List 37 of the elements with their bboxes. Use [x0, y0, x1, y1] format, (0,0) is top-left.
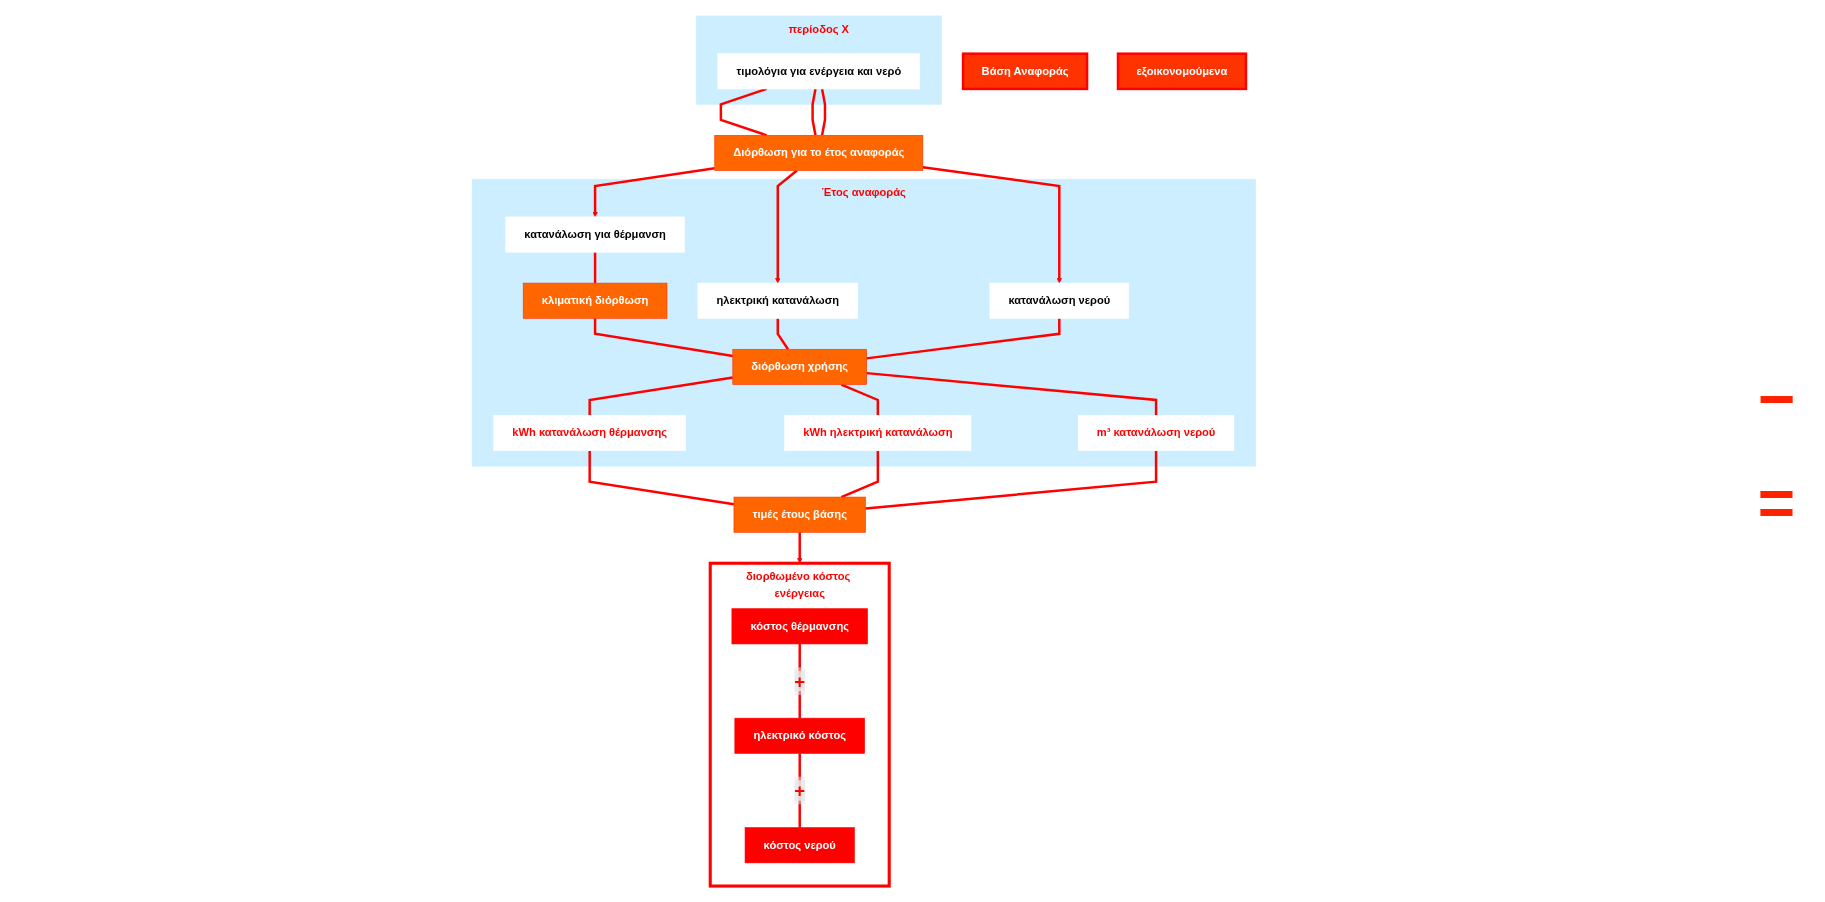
connector	[588, 450, 735, 506]
arrow	[592, 167, 715, 218]
connector	[840, 450, 880, 499]
math-operator: =	[1757, 466, 1795, 540]
node-box: m³ κατανάλωση νερού	[1077, 415, 1235, 451]
arrow	[922, 166, 1062, 284]
node-box: διόρθωση χρήσης	[732, 348, 867, 385]
connector	[719, 87, 767, 137]
connector	[593, 252, 597, 284]
connector	[588, 376, 733, 416]
connector	[866, 318, 1061, 360]
connector	[840, 383, 880, 416]
node-box: Διόρθωση για το έτος αναφοράς	[714, 135, 924, 171]
edge-label: +	[794, 670, 806, 692]
node-box: ηλεκτρική κατανάλωση	[697, 282, 858, 319]
arrow	[797, 532, 803, 564]
arrow	[775, 169, 798, 284]
node-box: κατανάλωση νερού	[989, 282, 1130, 319]
node-box: τιμές έτους βάσης	[733, 496, 866, 533]
connector	[593, 318, 733, 358]
node-box: Βάση Αναφοράς	[961, 52, 1089, 91]
connector	[811, 88, 817, 136]
node-box: kWh κατανάλωση θέρμανσης	[493, 415, 686, 451]
node-box: κατανάλωση για θέρμανση	[505, 216, 685, 253]
node-box: τιμολόγια για ενέργεια και νερό	[717, 53, 921, 90]
edge-label: +	[794, 780, 806, 801]
connector	[820, 88, 827, 136]
node-box: kWh ηλεκτρική κατανάλωση	[784, 415, 972, 451]
connector	[866, 371, 1158, 416]
node-box: κλιματική διόρθωση	[522, 282, 668, 319]
math-operator: −	[1757, 362, 1795, 436]
connector	[776, 318, 790, 350]
node-box: ηλεκτρικό κόστος	[734, 717, 865, 754]
node-box: εξοικονομούμενα	[1116, 52, 1248, 91]
node-box: κόστος νερού	[744, 827, 855, 864]
connector	[865, 450, 1158, 510]
node-box: κόστος θέρμανσης	[731, 608, 868, 645]
